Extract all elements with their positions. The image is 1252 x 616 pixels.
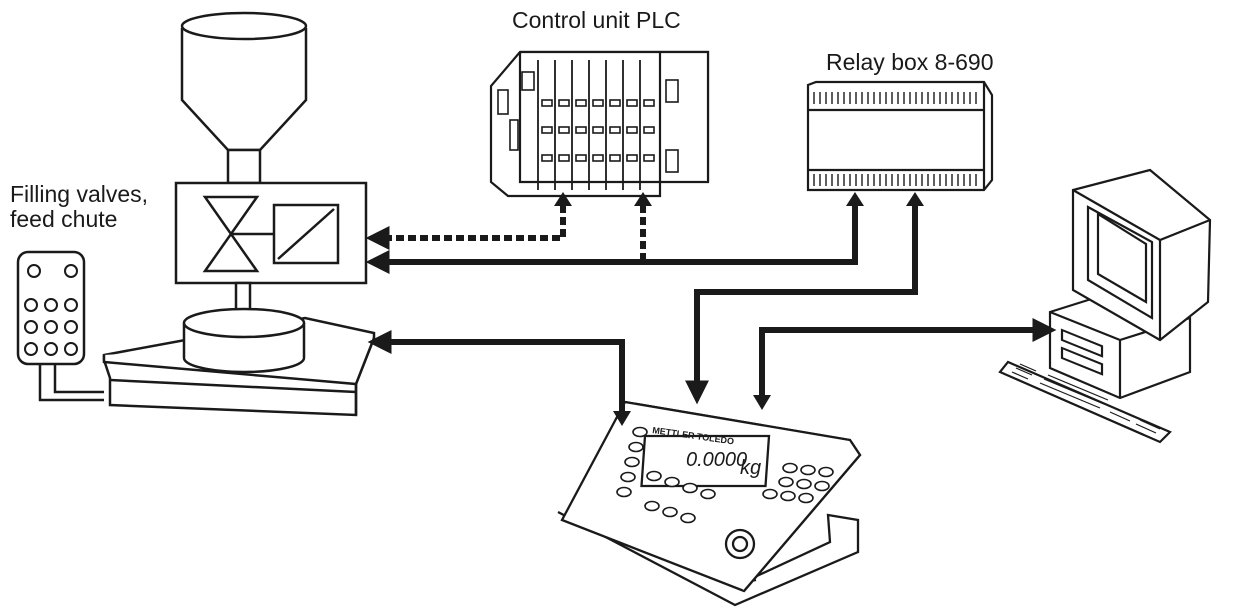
terminal-key bbox=[646, 470, 662, 482]
platform-terminal-link bbox=[367, 330, 625, 412]
relay-box-label: Relay box 8-690 bbox=[826, 49, 994, 75]
computer-terminal-link bbox=[759, 318, 1057, 395]
terminal-key bbox=[680, 512, 696, 524]
hopper bbox=[180, 11, 308, 185]
computer bbox=[998, 168, 1212, 444]
terminal-key bbox=[682, 482, 698, 494]
terminal-key bbox=[782, 462, 798, 474]
terminal-key bbox=[620, 471, 636, 483]
terminal-key bbox=[628, 441, 644, 453]
terminal-key bbox=[762, 488, 778, 500]
terminal-key bbox=[800, 464, 816, 476]
relay-terminal-link bbox=[685, 205, 918, 405]
plc-unit bbox=[489, 50, 710, 198]
terminal-key bbox=[632, 426, 648, 438]
weighing-platform bbox=[102, 307, 376, 417]
terminal-key bbox=[778, 476, 794, 488]
arrowheads bbox=[554, 192, 924, 426]
terminal-key bbox=[616, 486, 632, 498]
terminal-key bbox=[798, 492, 814, 504]
plc-label: Control unit PLC bbox=[512, 7, 681, 33]
terminal-key bbox=[818, 466, 834, 478]
terminal-key bbox=[780, 490, 796, 502]
filling-valves-label-line1: Filling valves, bbox=[10, 181, 149, 207]
plc-valve-link-dashed bbox=[365, 205, 566, 250]
terminal-key bbox=[644, 500, 660, 512]
terminal-key bbox=[624, 456, 640, 468]
connections bbox=[365, 205, 1057, 412]
terminal-key bbox=[700, 488, 716, 500]
filling-valves-label-line2: feed chute bbox=[10, 206, 118, 232]
terminal-unit: kg bbox=[740, 457, 761, 479]
relay-valve-link bbox=[365, 205, 858, 274]
remote-keypad bbox=[16, 250, 104, 402]
terminal-key bbox=[814, 480, 830, 492]
terminal-key bbox=[796, 478, 812, 490]
terminal-reading: 0.0000 bbox=[686, 449, 747, 471]
terminal-key bbox=[662, 506, 678, 518]
filling-valve-box bbox=[174, 181, 368, 323]
relay-box bbox=[806, 80, 994, 192]
terminal-key bbox=[664, 476, 680, 488]
weighing-terminal: METTLER TOLEDO 0.0000 kg bbox=[557, 400, 862, 607]
